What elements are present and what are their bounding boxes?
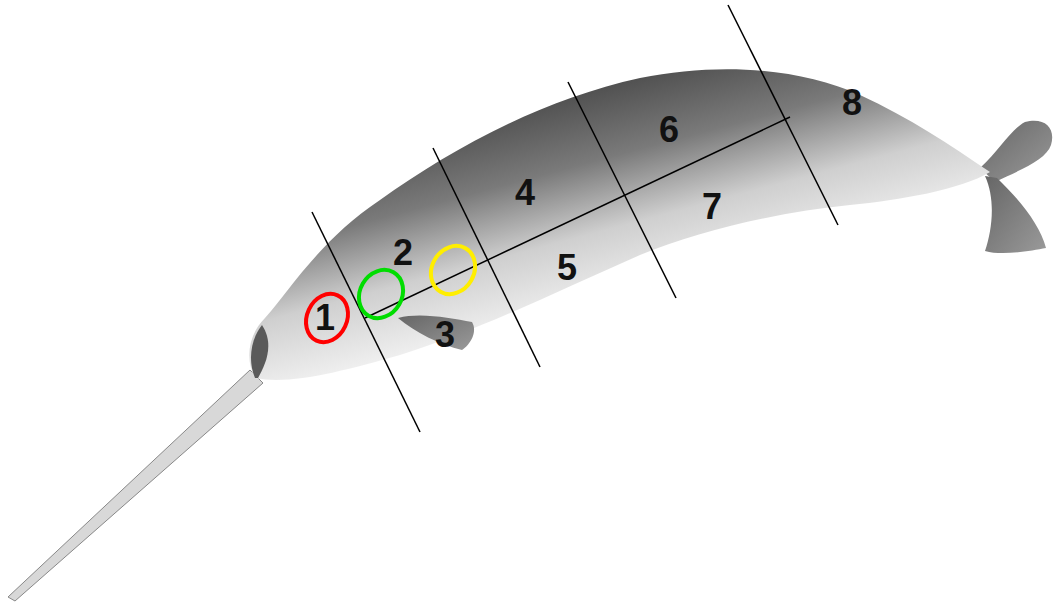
narwhal-body [249, 69, 990, 380]
tusk [8, 370, 263, 601]
zone-line [365, 117, 790, 318]
upper-fluke [980, 121, 1052, 182]
callout-number: 4 [515, 175, 535, 211]
zone-lines [312, 5, 838, 432]
callout-number: 3 [435, 317, 455, 353]
callout-number: 1 [315, 300, 335, 336]
callout-number: 6 [659, 112, 679, 148]
sample-ellipse [422, 238, 483, 302]
callout-number: 8 [842, 85, 862, 121]
zone-line [728, 5, 838, 225]
callout-number: 7 [702, 189, 722, 225]
callout-number: 2 [393, 235, 413, 271]
sample-ellipse [298, 287, 355, 349]
head-tip [251, 325, 268, 378]
zone-line [433, 148, 540, 367]
lower-fluke [985, 176, 1046, 253]
sample-ellipse [350, 262, 411, 326]
zone-line [312, 212, 420, 432]
callout-number: 5 [557, 250, 577, 286]
